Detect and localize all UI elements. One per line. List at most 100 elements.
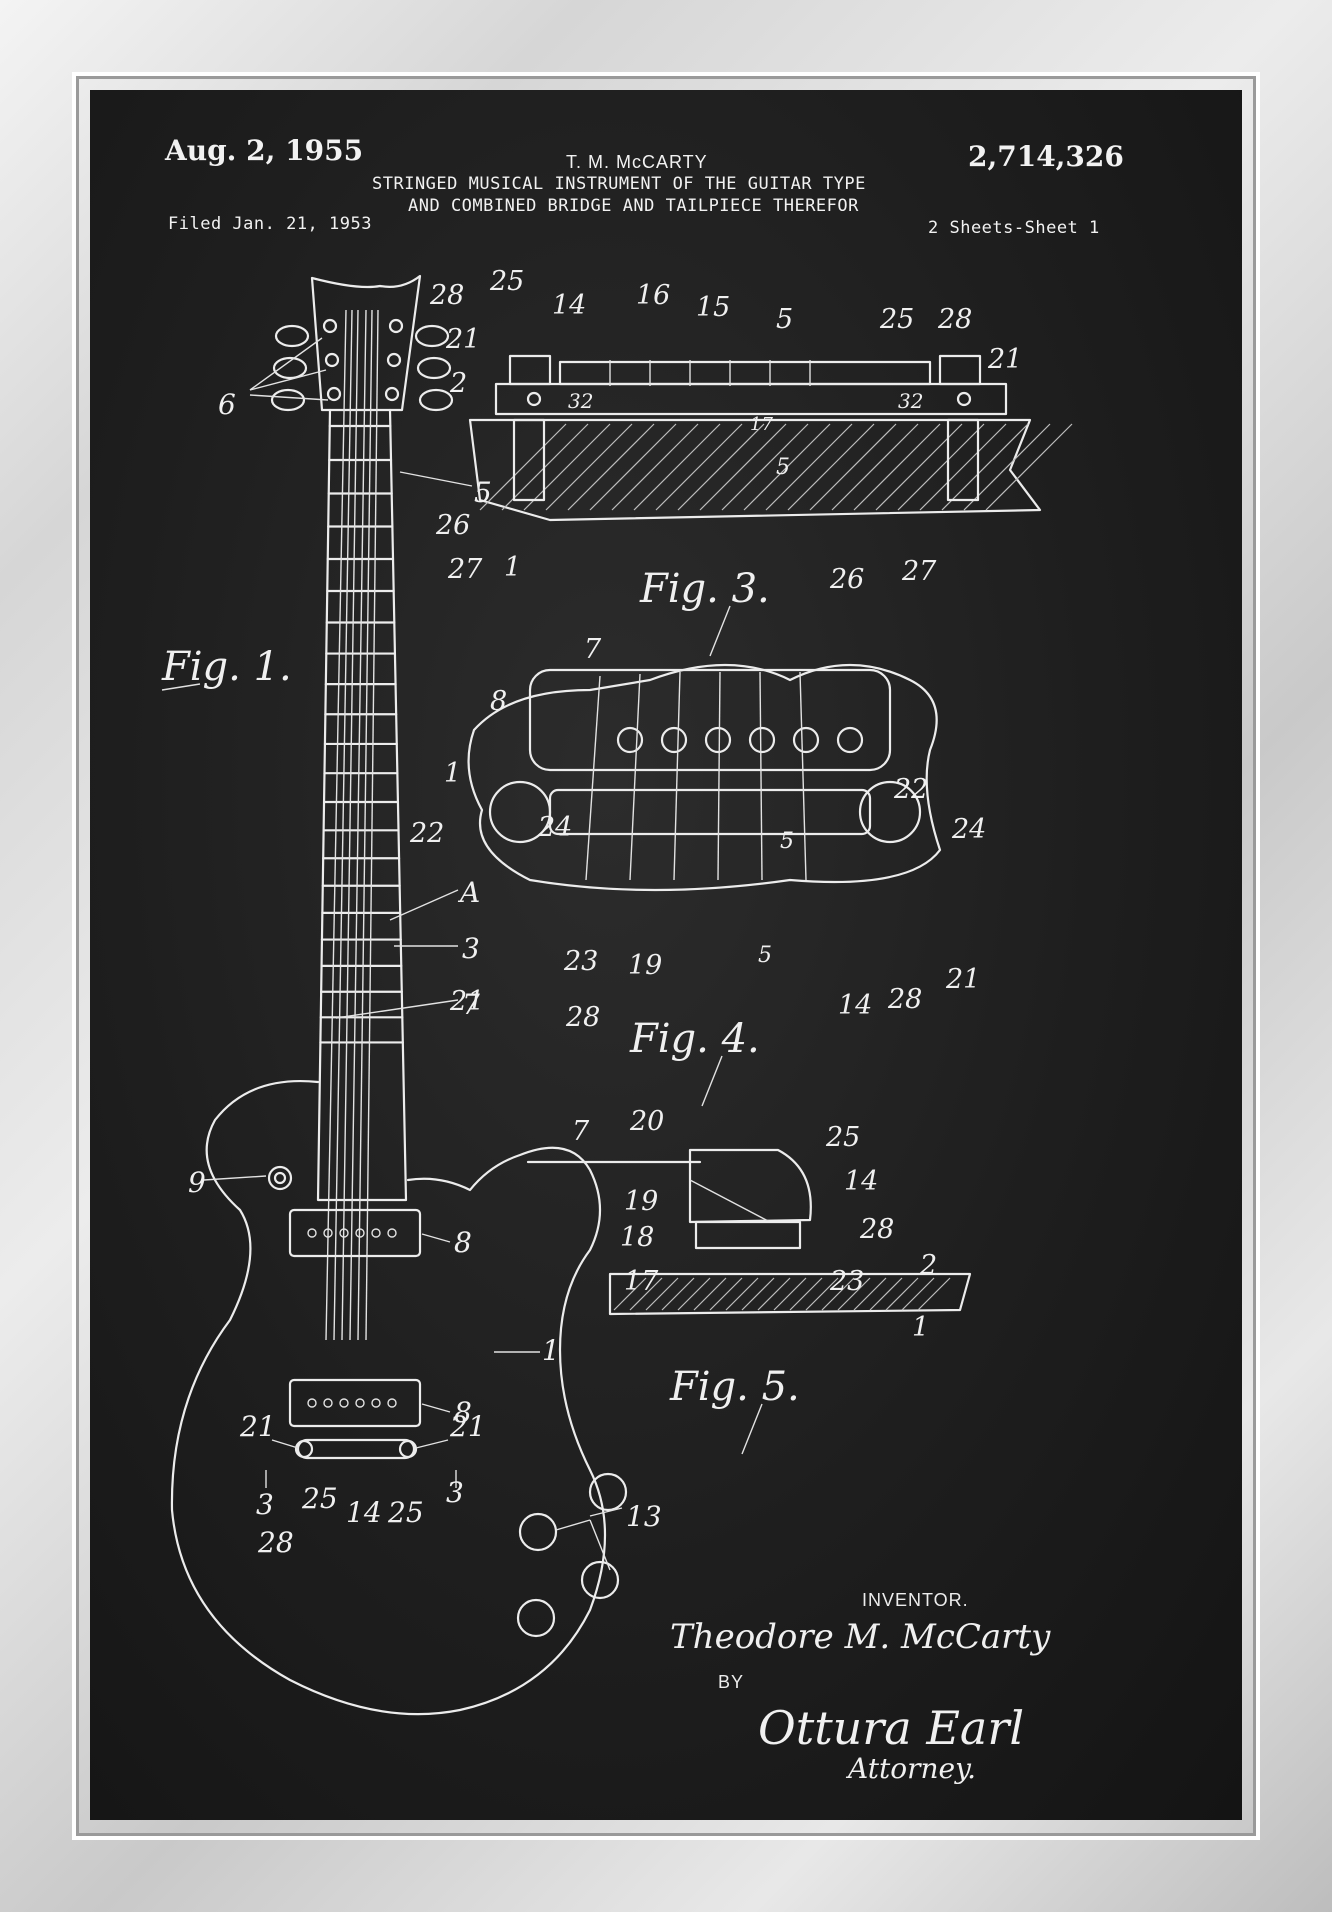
sheet-number: 2 Sheets-Sheet 1 — [928, 218, 1100, 238]
patent-title-line1: STRINGED MUSICAL INSTRUMENT OF THE GUITA… — [372, 174, 866, 194]
hatch-line — [831, 423, 919, 511]
fig5-label: Fig. 5. — [669, 1364, 800, 1410]
label-13: 13 — [626, 1500, 662, 1533]
label-25: 25 — [301, 1482, 338, 1515]
label-14: 14 — [552, 290, 586, 321]
label-28: 28 — [429, 280, 464, 311]
guitar-top-cutaway — [467, 663, 942, 892]
label-21: 21 — [945, 964, 980, 995]
fig3-bridge-section: 28 25 14 16 15 5 25 28 21 21 2 32 32 17 … — [429, 266, 1073, 657]
label-5: 5 — [776, 304, 793, 335]
label-3: 3 — [446, 1476, 464, 1509]
label-25: 25 — [879, 304, 914, 335]
label-18: 18 — [620, 1222, 654, 1253]
hatch-line — [789, 1277, 823, 1311]
hatch-line — [837, 1277, 871, 1311]
fig4-bridge-perspective: 7 8 1 22 24 22 24 5 5 21 23 19 28 14 28 … — [409, 634, 986, 1107]
label-16: 16 — [636, 280, 670, 311]
hatch-line — [693, 1277, 727, 1311]
label-25: 25 — [489, 266, 524, 297]
output-jack — [267, 1165, 293, 1191]
label-22: 22 — [893, 774, 928, 805]
label-7: 7 — [462, 988, 480, 1021]
inventor-signature: Theodore M. McCarty — [670, 1617, 1051, 1657]
pickup-cover — [528, 668, 892, 772]
hatch-line — [885, 1277, 919, 1311]
hatch-line — [589, 423, 677, 511]
hatch-line — [661, 1277, 695, 1311]
fig1-label: Fig. 1. — [161, 644, 292, 690]
tuning-pegs — [270, 318, 454, 412]
label-28: 28 — [937, 304, 972, 335]
label-17: 17 — [624, 1266, 659, 1297]
label-14: 14 — [346, 1496, 382, 1529]
label-1: 1 — [444, 758, 461, 789]
guitar-strings — [325, 309, 379, 1341]
label-14: 14 — [838, 990, 872, 1021]
bridge-pickup — [288, 1378, 422, 1428]
label-5: 5 — [776, 455, 790, 480]
fig1-guitar-drawing: 6 5 A 3 7 9 8 8 1 21 21 3 3 25 14 25 28 … — [161, 274, 662, 1716]
label-23: 23 — [829, 1266, 864, 1297]
guitar-bridge — [296, 1438, 416, 1460]
hatch-line — [853, 1277, 887, 1311]
label-21: 21 — [449, 1410, 486, 1443]
hatch-line — [869, 1277, 903, 1311]
attorney-signature: Ottura Earl — [758, 1701, 1024, 1755]
control-knob — [588, 1472, 628, 1512]
hatch-line — [677, 423, 765, 511]
hatch-line — [725, 1277, 759, 1311]
label-23: 23 — [563, 946, 598, 977]
patent-date: Aug. 2, 1955 — [165, 134, 364, 167]
label-2: 2 — [919, 1250, 937, 1281]
hatch-line — [787, 423, 875, 511]
hatch-line — [741, 1277, 775, 1311]
inventor-name: T. M. McCARTY — [566, 152, 708, 172]
label-8: 8 — [490, 686, 507, 717]
label-1: 1 — [542, 1334, 560, 1367]
label-28: 28 — [859, 1214, 894, 1245]
label-32: 32 — [898, 389, 923, 413]
label-27: 27 — [901, 556, 937, 587]
hatch-line — [853, 423, 941, 511]
chalkboard-patent-print: Aug. 2, 1955 T. M. McCARTY 2,714,326 STR… — [90, 90, 1242, 1820]
label-25: 25 — [387, 1496, 424, 1529]
label-15: 15 — [696, 292, 730, 323]
label-21: 21 — [987, 344, 1022, 375]
control-knob — [516, 1598, 556, 1638]
hatch-line — [821, 1277, 855, 1311]
hatch-line — [645, 1277, 679, 1311]
fig3-label: Fig. 3. — [639, 566, 770, 612]
hatch-line — [613, 1277, 647, 1311]
bridge-body — [548, 788, 872, 836]
patent-title-line2: AND COMBINED BRIDGE AND TAILPIECE THEREF… — [408, 196, 859, 216]
hatch-line — [721, 423, 809, 511]
label-32: 32 — [568, 389, 593, 413]
control-knob — [580, 1560, 620, 1600]
hatch-line — [757, 1277, 791, 1311]
label-1: 1 — [912, 1312, 929, 1343]
fig5-saddle-section: 7 20 25 14 19 18 28 17 23 2 1 Fig. 5. — [526, 1106, 972, 1455]
hatch-line — [611, 423, 699, 511]
saddle-body — [688, 1148, 812, 1224]
label-21: 21 — [239, 1410, 276, 1443]
hatch-line — [479, 423, 567, 511]
hatch-line — [629, 1277, 663, 1311]
label-1: 1 — [504, 552, 521, 583]
hatch-line — [523, 423, 611, 511]
inventor-label: INVENTOR. — [862, 1590, 969, 1610]
hatch-line — [743, 423, 831, 511]
label-28: 28 — [565, 1002, 600, 1033]
hatch-line — [805, 1277, 839, 1311]
label-28: 28 — [887, 984, 922, 1015]
label-21: 21 — [445, 324, 480, 355]
label-14: 14 — [844, 1166, 878, 1197]
top-section — [608, 1272, 972, 1316]
label-5: 5 — [758, 943, 772, 968]
hatch-line — [765, 423, 853, 511]
label-19: 19 — [628, 950, 662, 981]
guitar-headstock — [310, 274, 422, 412]
label-3: 3 — [256, 1488, 274, 1521]
hatch-line — [901, 1277, 935, 1311]
label-20: 20 — [629, 1106, 664, 1137]
